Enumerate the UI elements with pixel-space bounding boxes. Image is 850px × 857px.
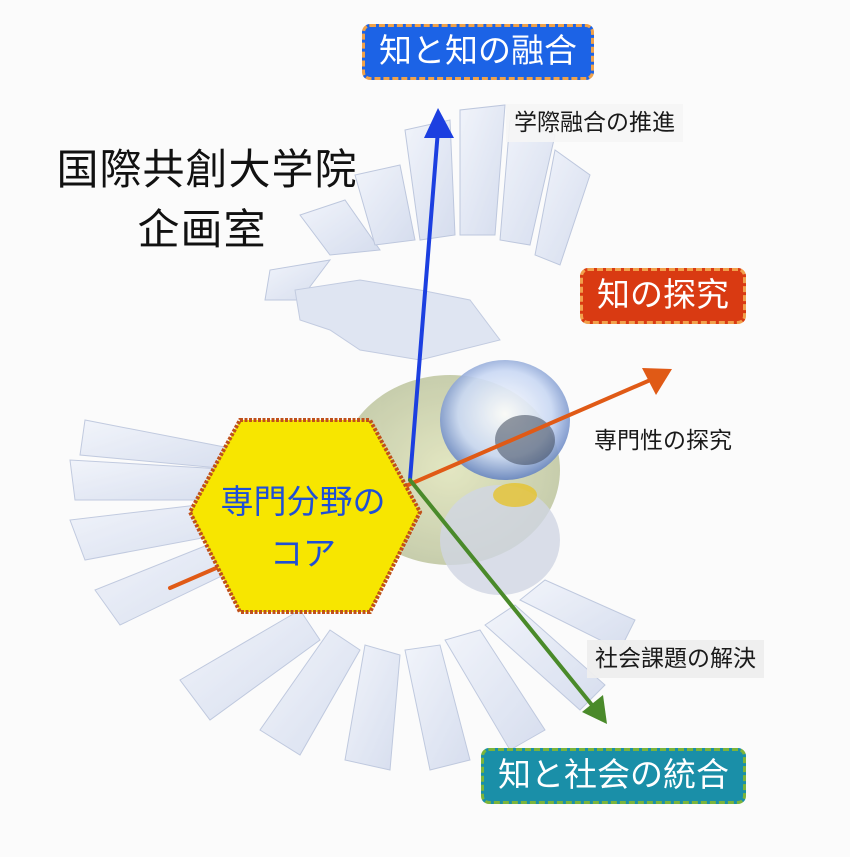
fusion-sub-label: 学際融合の推進 [506,104,683,142]
organization-title-line1: 国際共創大学院 [56,145,358,194]
fusion-arrow-line [408,128,440,482]
organization-title-line2: 企画室 [137,205,267,254]
inquiry-sub-label: 専門性の探究 [594,428,732,454]
society-arrow-head [582,695,607,724]
inquiry-arrow-head [642,368,672,395]
organization-title: 国際共創大学院 企画室 [22,140,402,260]
society-axis-label: 知と社会の統合 [481,748,746,804]
core-label-line2: コア [270,534,336,573]
fusion-arrow-head [424,108,454,138]
inquiry-axis-label: 知の探究 [580,268,746,324]
core-label-line1: 専門分野の [220,482,386,521]
fusion-axis-label: 知と知の融合 [362,24,594,80]
society-sub-label: 社会課題の解決 [587,640,764,678]
upper-wing [264,104,591,361]
society-arrow-line [408,478,598,712]
core-label: 専門分野の コア [196,476,410,580]
core-hexagon [187,418,423,614]
